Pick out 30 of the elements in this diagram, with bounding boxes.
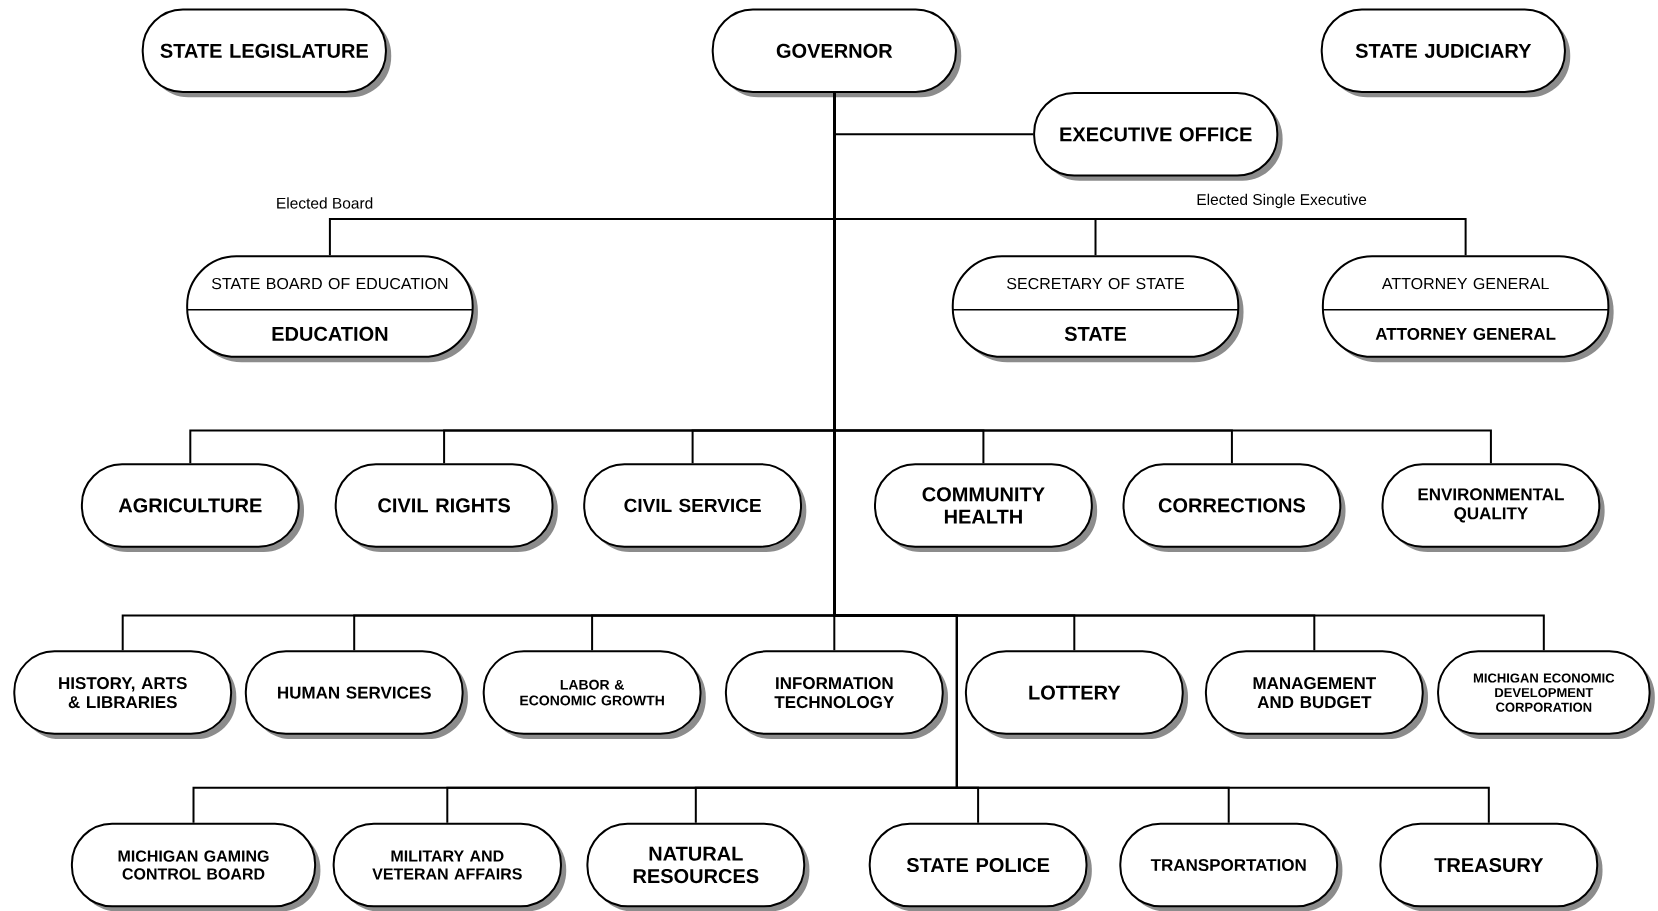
department-box: TRANSPORTATION — [1119, 822, 1343, 911]
node-label: NATURAL RESOURCES — [633, 846, 759, 884]
department-box: MICHIGAN GAMING CONTROL BOARD — [70, 822, 321, 911]
department-box: CORRECTIONS — [1122, 463, 1346, 552]
department-box: CIVIL SERVICE — [583, 463, 807, 552]
department-box: CIVIL RIGHTS — [334, 463, 558, 552]
department-box: LOTTERY — [964, 650, 1188, 740]
department-box: HISTORY, ARTS & LIBRARIES — [13, 650, 237, 740]
department-box: INFORMATION TECHNOLOGY — [724, 650, 948, 740]
department-box: TREASURY — [1379, 822, 1603, 911]
group-label: Elected Single Executive — [1197, 193, 1367, 209]
department-box: MANAGEMENT AND BUDGET — [1204, 650, 1428, 740]
department-box: COMMUNITY HEALTH — [874, 463, 1098, 552]
office-box: ATTORNEY GENERAL ATTORNEY GENERAL — [1321, 255, 1614, 363]
connector-line — [833, 92, 1490, 824]
department-box: MILITARY AND VETERAN AFFAIRS — [332, 822, 567, 911]
department-box: LABOR & ECONOMIC GROWTH — [482, 650, 706, 740]
department-box: GOVERNOR — [711, 8, 962, 98]
group-label: Elected Board — [277, 197, 373, 209]
department-box: STATE LEGISLATURE — [141, 8, 392, 98]
office-box: STATE BOARD OF EDUCATION EDUCATION — [186, 255, 478, 363]
department-box: STATE POLICE — [868, 822, 1092, 911]
department-box: AGRICULTURE — [80, 463, 304, 552]
department-box: HUMAN SERVICES — [244, 650, 468, 740]
department-box: STATE JUDICIARY — [1320, 8, 1571, 98]
department-box: EXECUTIVE OFFICE — [1033, 92, 1283, 181]
department-box: ENVIRONMENTAL QUALITY — [1381, 463, 1605, 552]
office-box: SECRETARY OF STATE STATE — [951, 255, 1244, 363]
department-box: NATURAL RESOURCES — [586, 822, 810, 911]
department-box: MICHIGAN ECONOMIC DEVELOPMENT CORPORATION — [1437, 650, 1655, 740]
